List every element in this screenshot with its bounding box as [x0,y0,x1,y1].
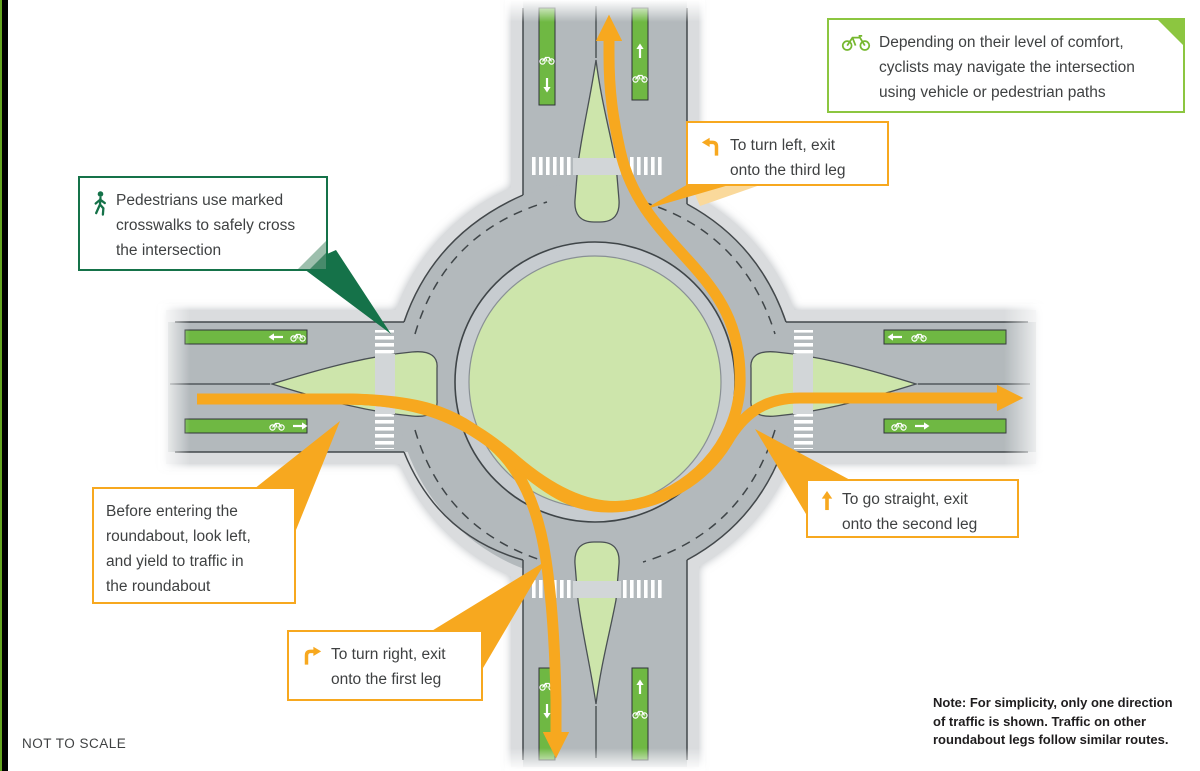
footnote: Note: For simplicity, only one direction… [933,694,1173,750]
not-to-scale-label: NOT TO SCALE [22,736,127,751]
callout-line: the roundabout [106,578,211,595]
callout-line: Before entering the [106,503,238,520]
callout-pedestrians: Pedestrians use marked crosswalks to saf… [78,176,328,271]
callout-line: onto the third leg [730,162,846,179]
route-turn-left [197,14,746,513]
callout-line: the intersection [116,242,222,259]
callout-line: onto the first leg [331,671,442,688]
left-turn-arrow-icon [700,136,722,165]
callout-line: Depending on their level of comfort, [879,34,1124,51]
vehicle-routes [197,14,1024,759]
callout-go-straight: To go straight, exit onto the second leg [806,479,1019,538]
footnote-line: of traffic is shown. Traffic on other [933,713,1147,729]
page-edge-green [0,0,2,771]
callout-turn-left: To turn left, exit onto the third leg [686,121,889,186]
pedestrian-icon [92,191,108,224]
callout-line: roundabout, look left, [106,528,251,545]
corner-fold [1158,20,1183,45]
callout-line: To turn left, exit [730,137,836,154]
callout-line: Pedestrians use marked [116,192,284,209]
callout-yield: Before entering the roundabout, look lef… [92,487,296,604]
page-edge-black [2,0,8,771]
bicycle-icon [841,33,871,60]
pointer-pedestrians [300,250,391,334]
callout-line: onto the second leg [842,516,978,533]
callout-cyclists: Depending on their level of comfort, cyc… [827,18,1185,113]
lane-lines [170,6,1030,758]
right-turn-arrow-icon [301,645,323,674]
callout-line: using vehicle or pedestrian paths [879,84,1106,101]
callout-turn-right: To turn right, exit onto the first leg [287,630,483,701]
callout-line: crosswalks to safely cross [116,217,296,234]
straight-arrow-icon [820,490,834,519]
footnote-line: roundabout legs follow similar routes. [933,732,1169,747]
callout-line: To go straight, exit [842,491,968,508]
callout-line: To turn right, exit [331,646,446,663]
callout-line: and yield to traffic in [106,553,244,570]
callout-line: cyclists may navigate the intersection [879,59,1135,76]
footnote-line: Note: For simplicity, only one direction [933,695,1173,710]
corner-fold-inner [310,253,326,269]
central-island [468,255,722,509]
pointer-turn-left [643,183,736,210]
